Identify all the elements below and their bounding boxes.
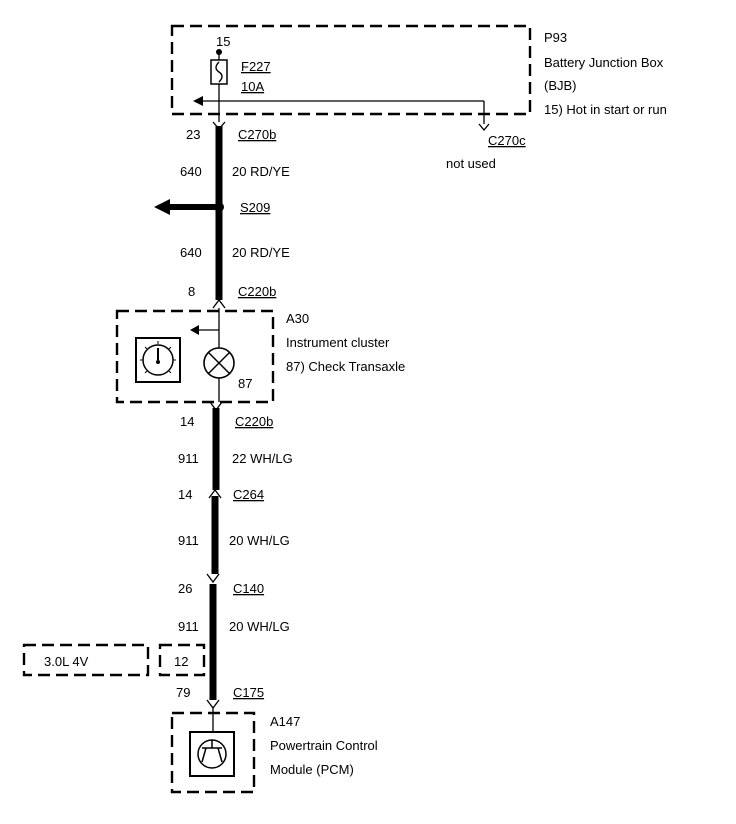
powertrain-control-module: A147 Powertrain Control Module (PCM)	[170, 708, 378, 794]
connector-chevron-icon	[208, 488, 222, 499]
transistor-icon	[189, 731, 235, 777]
connector-c264: 14 C264	[178, 487, 264, 502]
connector-chevron-icon	[206, 699, 220, 710]
c220b-top-pin: 8	[188, 284, 195, 299]
splice-name: S209	[240, 200, 270, 215]
connector-chevron-icon	[212, 121, 226, 130]
connector-c220b-bottom: 14 C220b	[180, 414, 273, 429]
wire5-spec: 20 WH/LG	[229, 619, 290, 634]
cluster-lamp-note: 87) Check Transaxle	[286, 359, 405, 374]
connector-c270c: C270c not used	[446, 123, 526, 171]
c140-pin: 26	[178, 581, 192, 596]
c270b-name: C270b	[238, 127, 276, 142]
cluster-boundary	[115, 309, 275, 404]
wire4-spec: 20 WH/LG	[229, 533, 290, 548]
connector-chevron-icon	[478, 123, 490, 132]
bjb-circuit-note: 15) Hot in start or run	[544, 102, 667, 117]
bjb-name: Battery Junction Box	[544, 55, 664, 70]
connector-c140: 26 C140	[178, 573, 264, 596]
pcm-code: A147	[270, 714, 300, 729]
wire-label-1: 640 20 RD/YE	[180, 164, 290, 179]
connector-c220b-top: 8 C220b	[188, 284, 276, 309]
connector-chevron-icon	[212, 298, 226, 309]
connector-c175: 79 C175	[176, 685, 264, 710]
bjb-boundary	[170, 24, 532, 116]
wire3-circuit: 911	[178, 451, 199, 466]
connector-c270b: 23 C270b	[186, 127, 276, 142]
wire-label-5: 911 20 WH/LG	[178, 619, 290, 634]
wire-label-2: 640 20 RD/YE	[180, 245, 290, 260]
bjb-pin-label: 15	[216, 34, 230, 49]
variant-pin: 12	[174, 654, 188, 669]
fuse-rating: 10A	[241, 79, 264, 94]
bjb-abbr: (BJB)	[544, 78, 577, 93]
variant-boundary	[22, 643, 150, 677]
cluster-name: Instrument cluster	[286, 335, 390, 350]
connector-chevron-icon	[206, 573, 220, 584]
c220b-top-name: C220b	[238, 284, 276, 299]
pcm-name-line1: Powertrain Control	[270, 738, 378, 753]
c220b-bottom-name: C220b	[235, 414, 273, 429]
fuse-icon	[210, 59, 228, 85]
wire3-spec: 22 WH/LG	[232, 451, 293, 466]
battery-junction-box: 15 F227 10A P93 Battery Junction Box (BJ…	[170, 24, 667, 124]
gauge-icon	[135, 337, 181, 383]
arrow-left-icon	[190, 325, 199, 335]
instrument-cluster: 87 A30 Instrument cluster 87) Check Tran…	[115, 308, 405, 404]
splice-s209: S209	[154, 199, 270, 215]
c264-pin: 14	[178, 487, 192, 502]
wire1-spec: 20 RD/YE	[232, 164, 290, 179]
c270b-pin: 23	[186, 127, 200, 142]
pcm-name-line2: Module (PCM)	[270, 762, 354, 777]
wire1-circuit: 640	[180, 164, 202, 179]
arrow-left-icon	[193, 96, 203, 106]
c264-name: C264	[233, 487, 264, 502]
c175-name: C175	[233, 685, 264, 700]
wire4-circuit: 911	[178, 533, 199, 548]
wire-label-3: 911 22 WH/LG	[178, 451, 293, 466]
bjb-code: P93	[544, 30, 567, 45]
lamp-id: 87	[238, 376, 252, 391]
splice-node	[214, 202, 224, 212]
c175-pin: 79	[176, 685, 190, 700]
wire2-circuit: 640	[180, 245, 202, 260]
wire-label-4: 911 20 WH/LG	[178, 533, 290, 548]
variant-pin-boundary	[158, 643, 206, 677]
engine-variant: 3.0L 4V 12	[22, 643, 206, 677]
arrow-left-icon	[154, 199, 170, 215]
cluster-code: A30	[286, 311, 309, 326]
lamp-icon	[203, 347, 235, 379]
fuse-id: F227	[241, 59, 271, 74]
c270c-note: not used	[446, 156, 496, 171]
c220b-bottom-pin: 14	[180, 414, 194, 429]
wire5-circuit: 911	[178, 619, 199, 634]
variant-label: 3.0L 4V	[44, 654, 89, 669]
c270c-name: C270c	[488, 133, 526, 148]
c140-name: C140	[233, 581, 264, 596]
wire2-spec: 20 RD/YE	[232, 245, 290, 260]
